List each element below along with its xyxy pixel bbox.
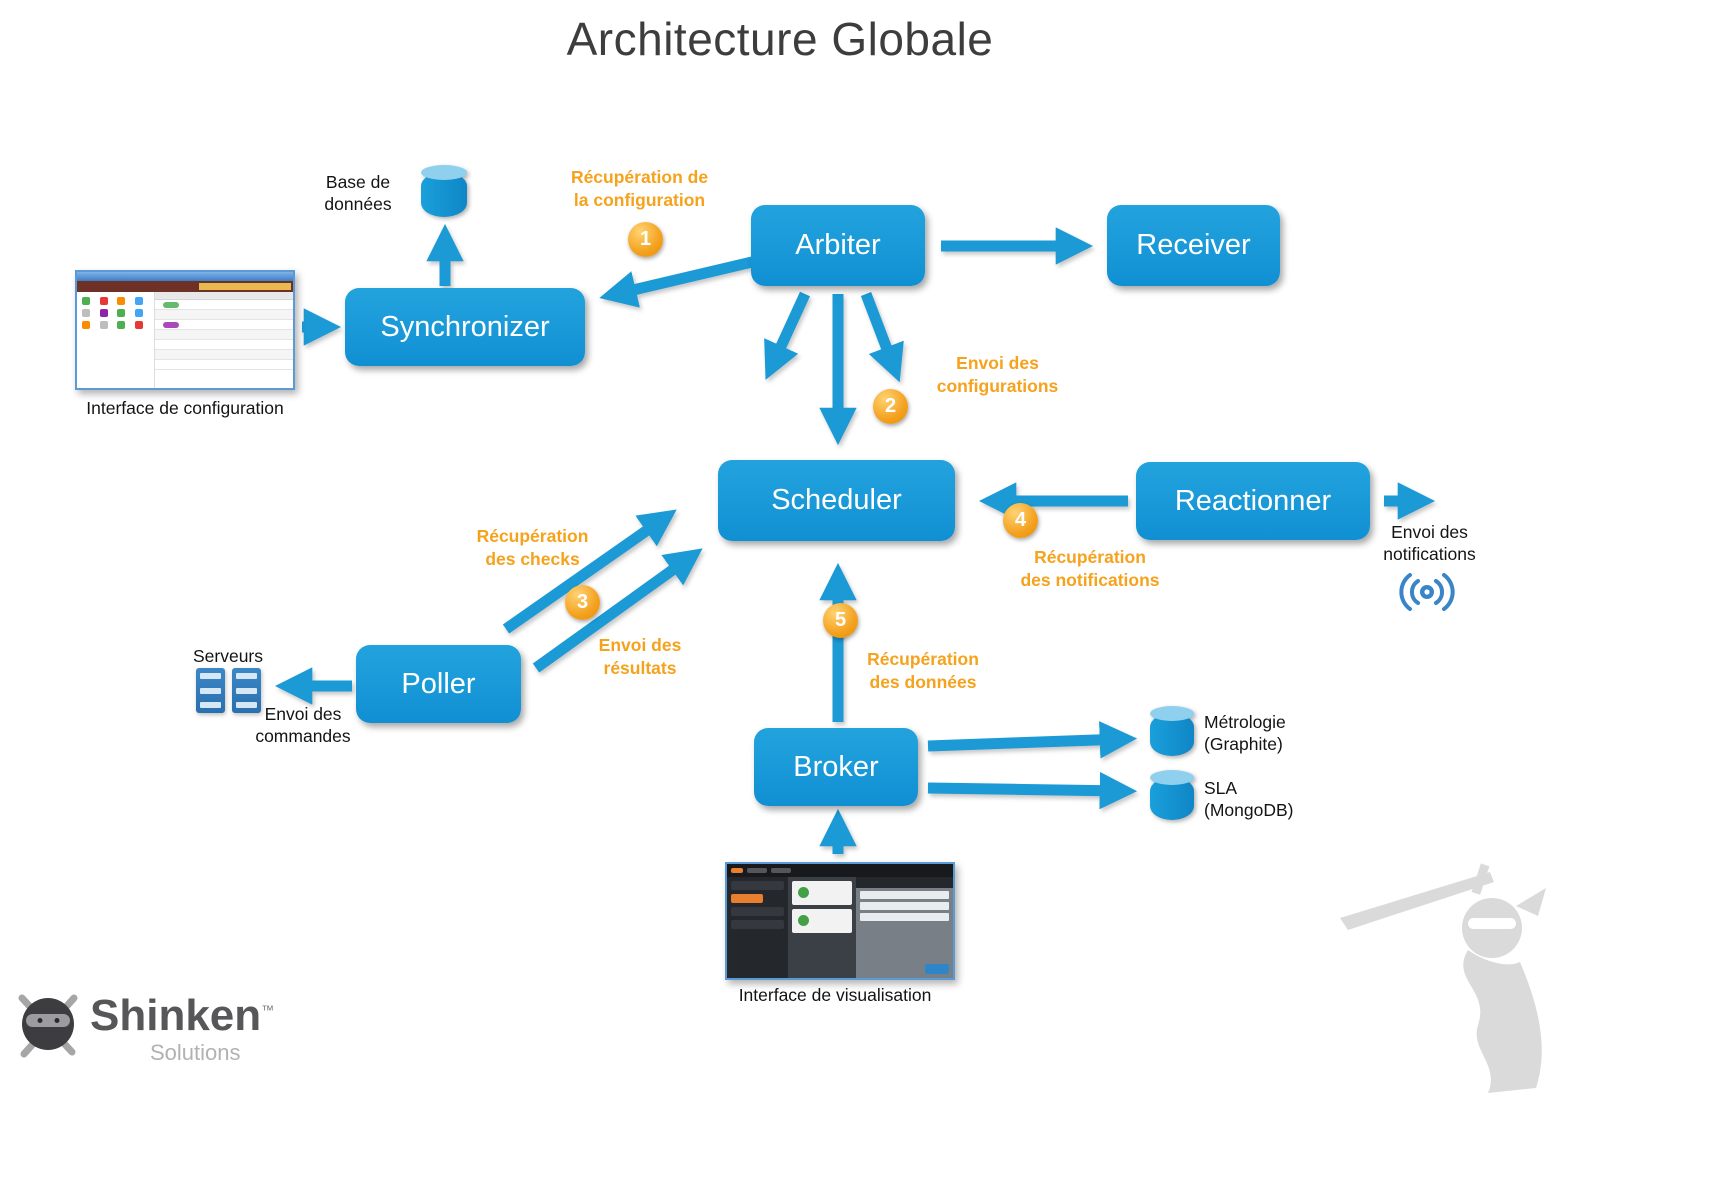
logo-brand: Shinken™ [90, 991, 275, 1040]
flow-label-recuperation-donnees: Récupération des données [867, 649, 979, 692]
viz-interface-screenshot [725, 862, 955, 980]
config-tree-panel [77, 292, 155, 388]
config-interface-screenshot [75, 270, 295, 390]
node-receiver: Receiver [1107, 205, 1280, 286]
flow-label-recuperation-notifications: Récupération des notifications [1020, 547, 1160, 590]
arrow-arbiter-down-left [764, 291, 810, 380]
node-synchronizer: Synchronizer [345, 288, 585, 366]
viz-main-panel [855, 877, 953, 978]
step-badge-2: 2 [873, 389, 908, 424]
interface-visualisation-label: Interface de visualisation [738, 985, 932, 1005]
arrow-arbiter-down-right [860, 292, 904, 383]
broadcast-icon [1399, 573, 1455, 611]
shinken-logo: Shinken™ Solutions [12, 980, 274, 1066]
logo-subtitle: Solutions [150, 1040, 241, 1065]
node-arbiter: Arbiter [751, 205, 925, 286]
step-badge-3: 3 [565, 585, 600, 620]
arrow-broker-to-sla [927, 771, 1138, 810]
viz-cards [788, 877, 856, 978]
config-table-panel [154, 292, 293, 388]
config-titlebar [77, 272, 293, 281]
envoi-commandes-label: Envoi des commandes [255, 704, 351, 746]
database-icon [421, 165, 467, 217]
ninja-silhouette-icon [1340, 863, 1546, 1093]
flow-label-recuperation-configuration: Récupération de la configuration [570, 167, 709, 210]
flow-label-envoi-configurations: Envoi des configurations [936, 353, 1059, 396]
step-badge-5: 5 [823, 603, 858, 638]
metrologie-label: Métrologie (Graphite) [1204, 712, 1286, 754]
config-menubar [77, 281, 293, 292]
viz-topbar [727, 864, 953, 877]
serveurs-label: Serveurs [192, 646, 264, 666]
base-donnees-label: Base de données [324, 172, 392, 214]
flow-label-recuperation-checks: Récupération des checks [476, 526, 589, 569]
servers-icon [196, 668, 261, 713]
viz-sidebar [727, 877, 789, 978]
shinken-ninja-head-icon [18, 994, 78, 1058]
node-poller: Poller [356, 645, 521, 723]
interface-configuration-label: Interface de configuration [86, 398, 284, 418]
arrow-arbiter-to-synchronizer [599, 256, 754, 308]
step-badge-4: 4 [1003, 503, 1038, 538]
sla-label: SLA (MongoDB) [1204, 778, 1294, 820]
step-badge-1: 1 [628, 222, 663, 257]
arrow-broker-to-metrologie [927, 721, 1138, 759]
page-title: Architecture Globale [566, 13, 994, 65]
node-broker: Broker [754, 728, 918, 806]
envoi-notifications-label: Envoi des notifications [1383, 522, 1476, 564]
node-reactionner: Reactionner [1136, 462, 1370, 540]
trademark-symbol: ™ [261, 1002, 275, 1018]
graphite-database-icon [1150, 706, 1194, 756]
flow-label-envoi-resultats: Envoi des résultats [598, 635, 682, 678]
mongodb-database-icon [1150, 770, 1194, 820]
node-scheduler: Scheduler [718, 460, 955, 541]
